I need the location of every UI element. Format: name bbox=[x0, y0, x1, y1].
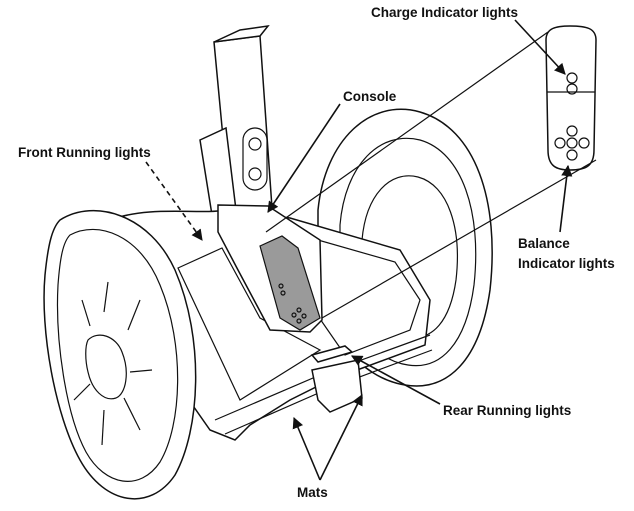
arrow-console bbox=[267, 103, 341, 213]
indicator-panel bbox=[545, 25, 597, 171]
arrow-front-running bbox=[145, 161, 203, 241]
label-front-running: Front Running lights bbox=[18, 145, 151, 160]
arrow-balance bbox=[559, 164, 573, 233]
label-mats: Mats bbox=[297, 485, 328, 500]
label-charge-indicator: Charge Indicator lights bbox=[371, 5, 518, 20]
arrow-mats-right bbox=[319, 393, 363, 481]
label-balance-line1: Balance bbox=[518, 236, 570, 251]
label-balance-line2: Indicator lights bbox=[518, 256, 615, 271]
left-wheel bbox=[43, 209, 197, 500]
projection-lines bbox=[265, 31, 597, 319]
label-console: Console bbox=[343, 89, 397, 104]
console bbox=[217, 204, 323, 333]
handlebar-stem bbox=[199, 24, 273, 216]
rear-running-light bbox=[310, 345, 363, 413]
callout-arrows bbox=[145, 19, 573, 481]
label-rear-running: Rear Running lights bbox=[443, 403, 571, 418]
arrow-rear-running bbox=[351, 355, 441, 405]
arrow-charge-indicator bbox=[514, 19, 566, 75]
arrow-mats-left bbox=[292, 416, 321, 481]
